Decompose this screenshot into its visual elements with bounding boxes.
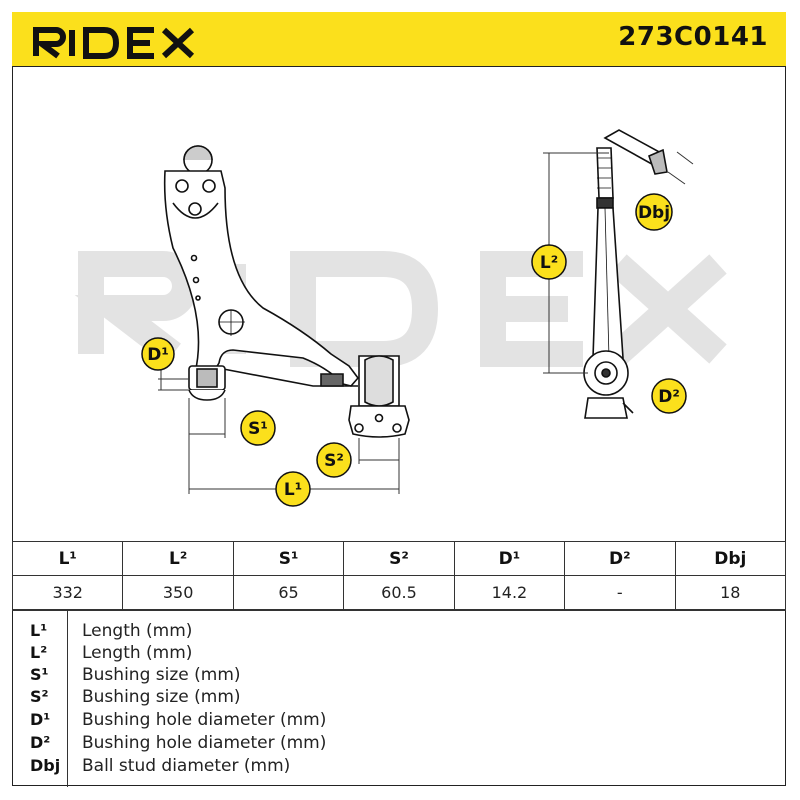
legend-row: D¹ Bushing hole diameter (mm) <box>12 710 786 732</box>
legend-row: L² Length (mm) <box>12 643 786 665</box>
control-arm-front-view <box>158 145 410 494</box>
legend-row: D² Bushing hole diameter (mm) <box>12 733 786 755</box>
spec-header-d2: D² <box>564 541 676 576</box>
label-d2: D² <box>651 378 687 414</box>
legend-description: Ball stud diameter (mm) <box>82 756 291 776</box>
legend-key: D¹ <box>30 710 51 729</box>
svg-text:L²: L² <box>540 253 558 273</box>
spec-table: L¹ L² S¹ S² D¹ D² Dbj 332 350 65 60.5 14… <box>11 541 787 610</box>
legend-key: Dbj <box>30 756 61 775</box>
spec-value-s1: 65 <box>232 575 345 610</box>
legend: L¹ Length (mm) L² Length (mm) S¹ Bushing… <box>12 610 786 787</box>
label-l2: L² <box>531 244 567 280</box>
legend-key: S¹ <box>30 665 49 684</box>
legend-key: D² <box>30 733 51 752</box>
spec-table-header-row: L¹ L² S¹ S² D¹ D² Dbj <box>11 541 787 576</box>
legend-description: Length (mm) <box>82 621 193 641</box>
spec-value-d1: 14.2 <box>453 575 566 610</box>
svg-text:S¹: S¹ <box>248 419 268 439</box>
legend-row: S¹ Bushing size (mm) <box>12 665 786 687</box>
spec-header-d1: D¹ <box>453 541 566 576</box>
svg-text:D¹: D¹ <box>147 345 169 365</box>
spec-header-dbj: Dbj <box>674 541 787 576</box>
legend-description: Bushing hole diameter (mm) <box>82 710 327 730</box>
ridex-logo <box>33 27 195 59</box>
legend-description: Bushing size (mm) <box>82 665 241 685</box>
svg-text:S²: S² <box>324 451 344 471</box>
spec-value-s2: 60.5 <box>343 575 455 610</box>
control-arm-side-view <box>543 129 694 419</box>
spec-value-dbj: 18 <box>674 575 787 610</box>
svg-text:L¹: L¹ <box>284 480 302 500</box>
legend-description: Length (mm) <box>82 643 193 663</box>
legend-row: L¹ Length (mm) <box>12 621 786 643</box>
label-d1: D¹ <box>141 337 175 371</box>
label-s2: S² <box>316 442 352 478</box>
technical-drawing: D¹ S¹ S² L¹ L² Dbj D² <box>74 129 727 507</box>
legend-description: Bushing size (mm) <box>82 687 241 707</box>
spec-value-d2: - <box>564 575 676 610</box>
legend-key: S² <box>30 687 49 706</box>
svg-text:Dbj: Dbj <box>638 203 670 223</box>
header-bar: 273C0141 <box>12 12 786 67</box>
spec-header-l1: L¹ <box>11 541 124 576</box>
label-s1: S¹ <box>240 410 276 446</box>
spec-header-s2: S² <box>343 541 455 576</box>
label-l1: L¹ <box>275 471 311 507</box>
svg-text:D²: D² <box>658 387 680 407</box>
spec-value-l2: 350 <box>122 575 234 610</box>
spec-header-s1: S¹ <box>232 541 345 576</box>
legend-key: L² <box>30 643 48 662</box>
spec-value-l1: 332 <box>11 575 124 610</box>
legend-key: L¹ <box>30 621 48 640</box>
legend-divider <box>67 611 68 787</box>
part-number: 273C0141 <box>618 22 768 52</box>
legend-row: S² Bushing size (mm) <box>12 687 786 709</box>
label-dbj: Dbj <box>635 193 673 231</box>
spec-header-l2: L² <box>122 541 234 576</box>
legend-description: Bushing hole diameter (mm) <box>82 733 327 753</box>
legend-row: Dbj Ball stud diameter (mm) <box>12 756 786 778</box>
spec-table-value-row: 332 350 65 60.5 14.2 - 18 <box>11 575 787 610</box>
